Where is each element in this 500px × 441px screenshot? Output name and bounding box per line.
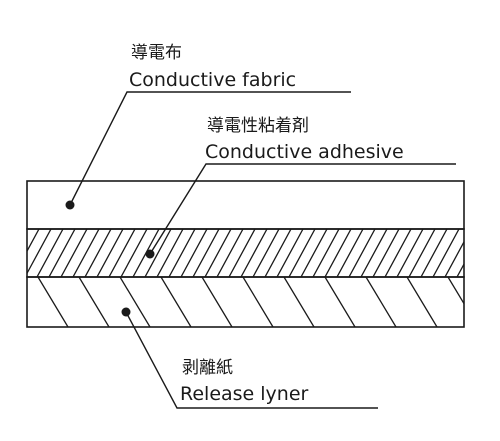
leader-dot-liner	[121, 307, 131, 317]
conductive-fabric-layer	[26, 180, 465, 230]
label-liner-en: Release lyner	[180, 383, 309, 405]
leader-dot-adhesive	[145, 249, 155, 259]
liner-hatch-line	[365, 277, 397, 327]
adhesive-hatch-line	[240, 229, 268, 277]
liner-hatch-line	[406, 277, 438, 327]
adhesive-hatch-line	[144, 229, 172, 277]
leader-fabric	[69, 91, 351, 206]
adhesive-hatch-line	[264, 229, 292, 277]
liner-hatch-line	[242, 277, 274, 327]
liner-hatch-line	[324, 277, 356, 327]
adhesive-hatch-line	[228, 229, 256, 277]
liner-hatch-line	[37, 277, 69, 327]
liner-hatch-line	[201, 277, 233, 327]
label-adhesive-en: Conductive adhesive	[205, 141, 404, 163]
leader-adhesive	[149, 163, 456, 255]
adhesive-hatch-line	[276, 229, 304, 277]
adhesive-hatch-line	[300, 229, 328, 277]
adhesive-hatch-line	[96, 229, 124, 277]
adhesive-hatch-line	[27, 229, 40, 253]
adhesive-hatch-line	[156, 229, 184, 277]
adhesive-hatch-line	[180, 229, 208, 277]
adhesive-hatch-line	[312, 229, 340, 277]
leader-liner	[125, 311, 378, 409]
liner-hatch-line	[27, 325, 28, 327]
liner-hatch-line	[78, 277, 110, 327]
adhesive-hatch-line	[432, 229, 460, 277]
liner-hatch-pattern	[27, 277, 500, 327]
adhesive-hatch-line	[168, 229, 196, 277]
adhesive-hatch-line	[396, 229, 424, 277]
label-adhesive-zh: 導電性粘着剤	[207, 116, 309, 136]
adhesive-hatch-line	[60, 229, 88, 277]
release-liner-layer	[26, 276, 465, 328]
adhesive-hatch-line	[408, 229, 436, 277]
adhesive-hatch-line	[288, 229, 316, 277]
adhesive-hatch-line	[481, 229, 500, 277]
liner-hatch-line	[160, 277, 192, 327]
adhesive-hatch-line	[192, 229, 220, 277]
adhesive-hatch-line	[444, 240, 464, 277]
adhesive-hatch-line	[252, 229, 280, 277]
adhesive-hatch-line	[348, 229, 376, 277]
adhesive-hatch-line	[36, 229, 64, 277]
adhesive-hatch-line	[27, 229, 52, 275]
adhesive-hatch-line	[204, 229, 232, 277]
leader-dot-fabric	[65, 200, 75, 210]
adhesive-hatch-line	[336, 229, 364, 277]
adhesive-hatch-line	[469, 229, 495, 277]
label-fabric-en: Conductive fabric	[129, 69, 296, 91]
adhesive-hatch-pattern	[27, 229, 500, 277]
liner-hatch-line	[119, 277, 151, 327]
adhesive-hatch-line	[108, 229, 136, 277]
adhesive-hatch-line	[72, 229, 100, 277]
label-fabric-zh: 導電布	[131, 43, 182, 63]
adhesive-hatch-line	[27, 229, 28, 231]
adhesive-hatch-line	[216, 229, 244, 277]
adhesive-hatch-line	[324, 229, 352, 277]
adhesive-hatch-line	[84, 229, 112, 277]
adhesive-hatch-line	[48, 229, 76, 277]
label-liner-zh: 剥離紙	[182, 358, 233, 378]
liner-hatch-line	[489, 277, 500, 327]
adhesive-hatch-line	[120, 229, 148, 277]
adhesive-hatch-line	[372, 229, 400, 277]
liner-hatch-line	[283, 277, 315, 327]
adhesive-hatch-line	[420, 229, 448, 277]
adhesive-hatch-line	[360, 229, 388, 277]
liner-hatch-line	[447, 277, 464, 305]
adhesive-hatch-line	[456, 262, 464, 277]
adhesive-hatch-line	[384, 229, 412, 277]
